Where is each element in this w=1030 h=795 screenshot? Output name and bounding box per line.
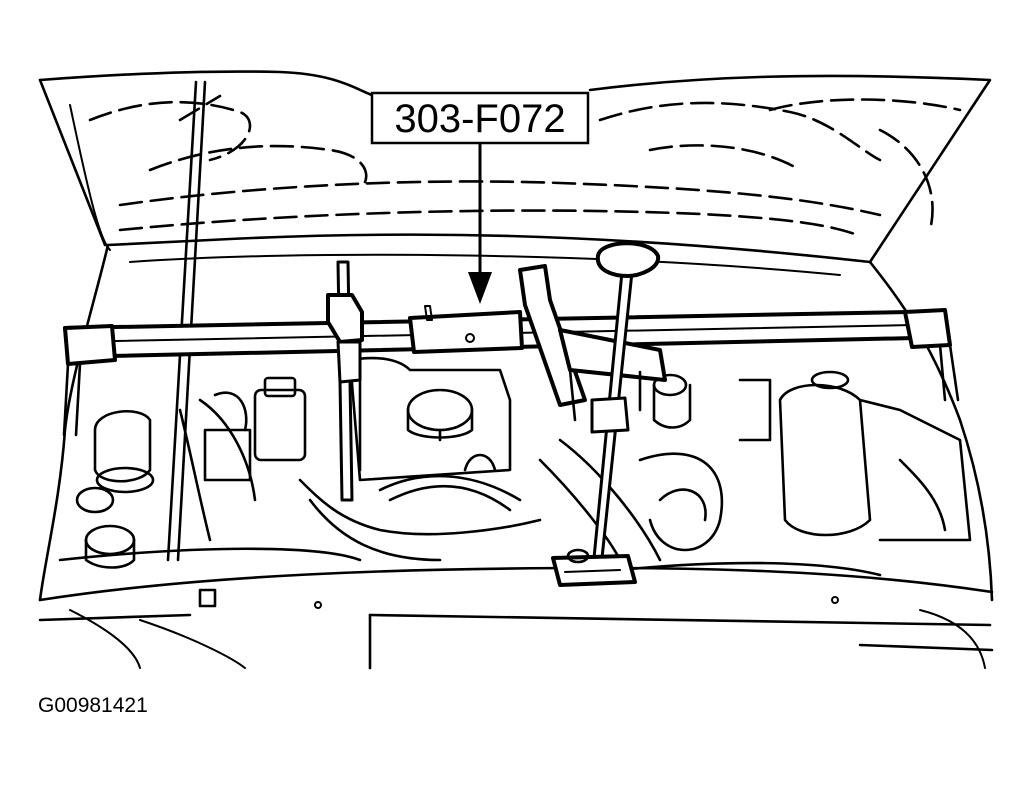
figure-id: G00981421	[38, 694, 148, 717]
engine-components	[38, 356, 994, 670]
engine-support-bar	[62, 241, 960, 587]
raised-hood	[38, 70, 992, 264]
tool-callout: 303-F072	[370, 91, 590, 304]
hood-prop-rod	[166, 80, 198, 562]
callout-arrowhead	[468, 272, 492, 304]
callout-label: 303-F072	[394, 97, 565, 141]
